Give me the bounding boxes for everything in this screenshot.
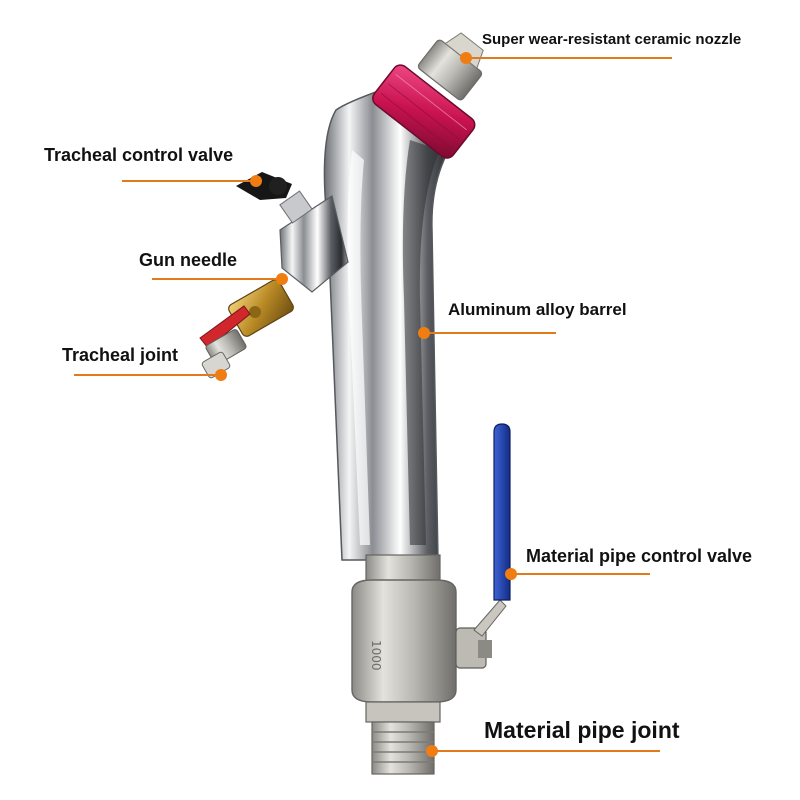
label-tracheal-joint: Tracheal joint: [62, 345, 179, 365]
label-material-pipe-control-valve: Material pipe control valve: [526, 546, 753, 566]
marker-tracheal-joint: [215, 369, 227, 381]
marker-pipe-valve: [505, 568, 517, 580]
label-ceramic-nozzle: Super wear-resistant ceramic nozzle: [482, 31, 742, 48]
label-aluminum-barrel: Aluminum alloy barrel: [448, 300, 627, 319]
label-tracheal-control-valve: Tracheal control valve: [44, 145, 234, 165]
material-pipe-joint: [371, 721, 435, 775]
valve-stamp: 1000: [369, 640, 383, 671]
marker-gun-needle: [276, 273, 288, 285]
marker-barrel: [418, 327, 430, 339]
material-ball-valve: 1000: [351, 423, 511, 723]
tracheal-control-valve-knob: [236, 172, 292, 200]
marker-pipe-joint: [426, 745, 438, 757]
barrel: [323, 79, 464, 561]
label-material-pipe-joint: Material pipe joint: [484, 717, 680, 743]
gun-needle-fitting: [199, 279, 294, 349]
marker-nozzle: [460, 52, 472, 64]
side-manifold: [199, 172, 349, 379]
markers: [215, 52, 517, 757]
label-gun-needle: Gun needle: [139, 250, 238, 270]
leader-lines: [74, 57, 672, 752]
marker-tracheal-valve: [250, 175, 262, 187]
